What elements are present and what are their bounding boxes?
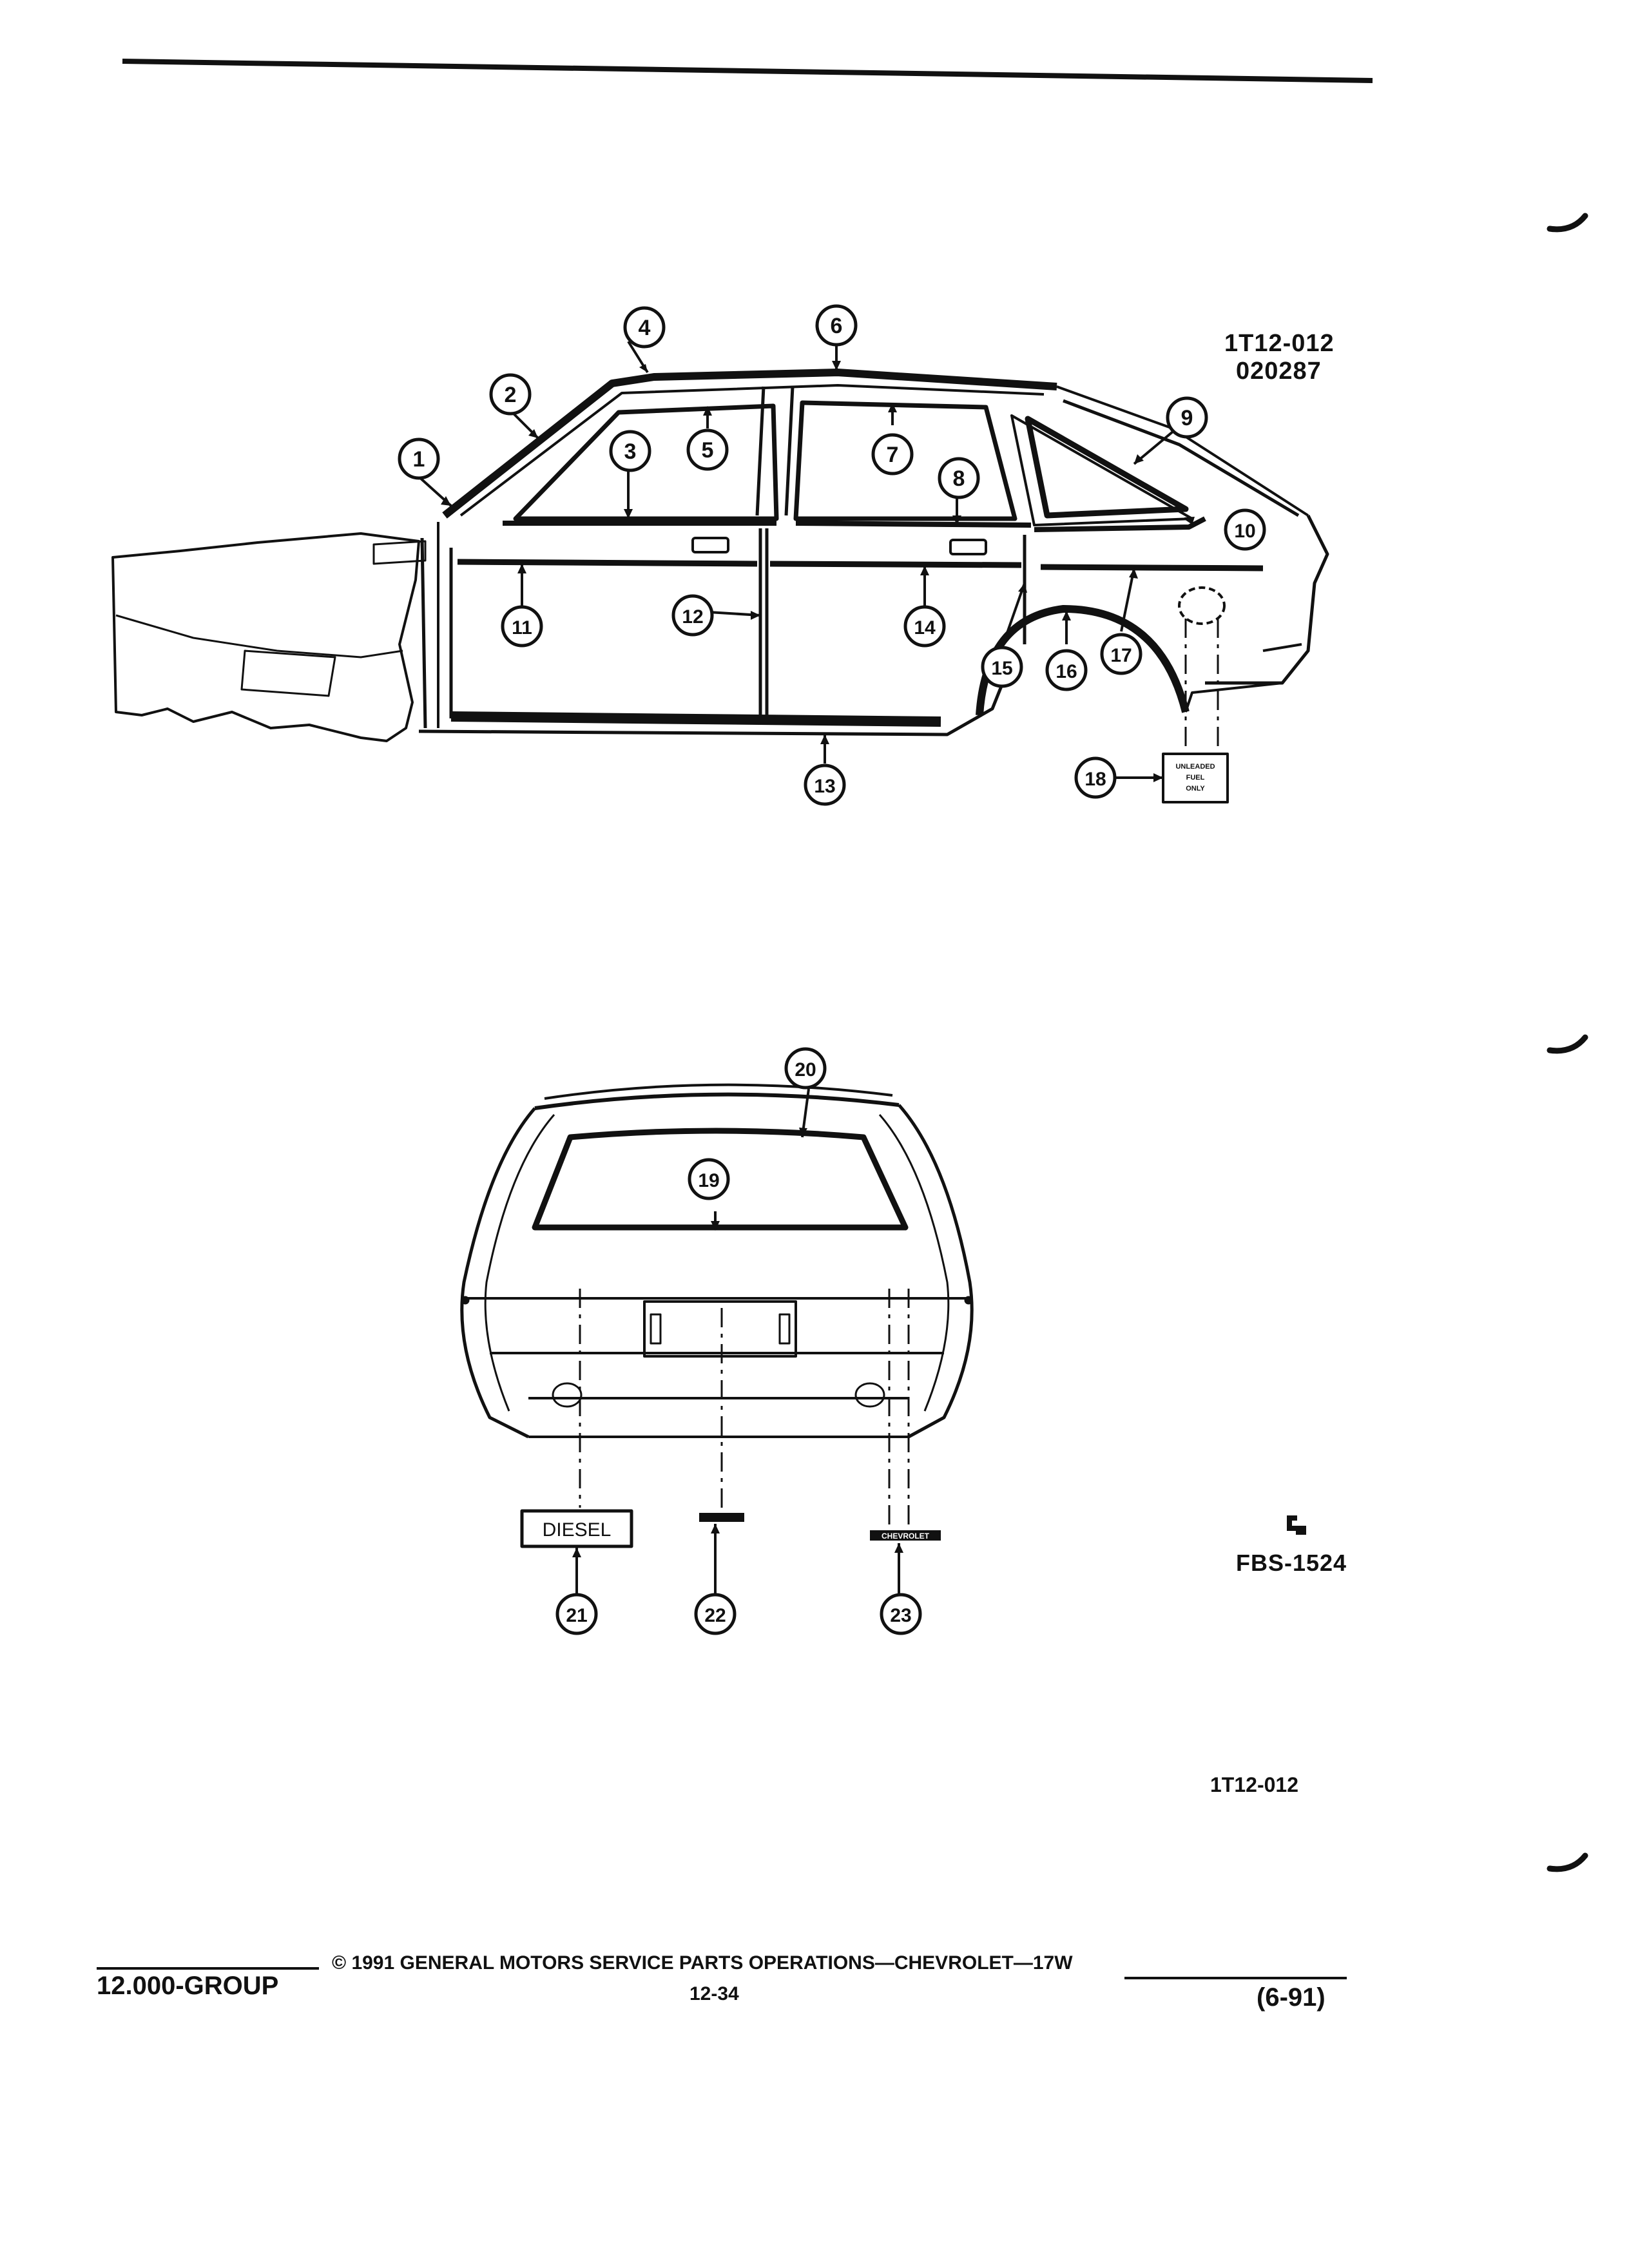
callout-circle-7	[871, 433, 914, 476]
diesel-emblem-text: DIESEL	[543, 1519, 612, 1541]
binder-mark	[1547, 1034, 1588, 1054]
header-rule	[122, 59, 1373, 83]
callout-number-11: 11	[512, 617, 532, 639]
callout-circle-3	[609, 430, 651, 472]
callout-circle-5	[686, 428, 729, 471]
callout-number-6: 6	[831, 314, 843, 338]
callout-circle-18	[1074, 756, 1117, 799]
footer-copyright: © 1991 GENERAL MOTORS SERVICE PARTS OPER…	[332, 1952, 1073, 1974]
callout-number-4: 4	[639, 316, 651, 340]
roof-rail	[442, 369, 1057, 519]
rear-door-window	[793, 400, 1017, 521]
callout-number-19: 19	[698, 1170, 719, 1191]
footer-rule-right	[1124, 1977, 1347, 1979]
callout-number-20: 20	[795, 1059, 816, 1081]
rear-window	[532, 1128, 909, 1231]
binder-mark	[1547, 213, 1588, 233]
figure-code-bottom: 1T12-012	[1210, 1773, 1298, 1796]
callout-circle-15	[981, 646, 1023, 688]
diesel-emblem	[520, 1509, 633, 1548]
side-view: UNLEADED FUEL ONLY	[111, 369, 1329, 803]
footer-rule-left	[97, 1967, 319, 1970]
callout-number-22: 22	[704, 1605, 726, 1626]
callout-number-7: 7	[887, 443, 899, 467]
callout-number-8: 8	[953, 466, 965, 491]
chevrolet-emblem	[870, 1530, 941, 1541]
callout-circle-1	[398, 437, 440, 480]
callout-circle-23	[880, 1593, 922, 1635]
small-emblem	[699, 1513, 744, 1522]
footer-revision: (6-91)	[1257, 1983, 1325, 2012]
callout-number-10: 10	[1234, 521, 1255, 542]
callout-circle-21	[555, 1593, 598, 1635]
callout-number-1: 1	[413, 447, 425, 472]
side-molding	[457, 559, 758, 567]
callout-circle-2	[489, 373, 532, 416]
date-code: 020287	[1236, 358, 1322, 385]
callout-circle-17	[1100, 633, 1142, 675]
fuel-label-line: FUEL	[1186, 774, 1205, 782]
callout-circle-4	[623, 306, 666, 349]
callout-circle-20	[784, 1047, 827, 1090]
rocker-molding	[450, 711, 941, 727]
callout-number-3: 3	[624, 439, 637, 464]
callout-circle-14	[903, 605, 946, 648]
callout-circle-8	[938, 457, 980, 499]
callout-number-21: 21	[566, 1605, 587, 1626]
quarter-window	[1025, 416, 1189, 519]
front-door-window	[513, 403, 779, 521]
footer-group: 12.000-GROUP	[97, 1972, 279, 2000]
chevrolet-emblem-text: CHEVROLET	[882, 1532, 930, 1541]
arrowheads	[441, 361, 1195, 1557]
callout-number-12: 12	[682, 606, 703, 628]
fuel-label	[1162, 753, 1229, 803]
fbs-code: FBS-1524	[1236, 1550, 1347, 1576]
callout-number-23: 23	[890, 1605, 911, 1626]
rear-view: DIESEL CHEVROLET	[460, 1083, 974, 1548]
callout-number-15: 15	[991, 658, 1012, 679]
callout-number-13: 13	[814, 776, 835, 797]
callout-circle-10	[1224, 508, 1266, 551]
figure-code: 1T12-012	[1224, 330, 1335, 357]
callout-circle-22	[694, 1593, 737, 1635]
callout-circle-16	[1045, 649, 1088, 691]
callout-circle-6	[815, 304, 858, 347]
binder-mark	[1547, 1852, 1588, 1872]
callout-number-5: 5	[702, 438, 714, 463]
fuel-label-line: ONLY	[1186, 785, 1205, 793]
callout-circle-12	[671, 594, 714, 637]
callout-circle-13	[804, 764, 846, 806]
callout-number-16: 16	[1055, 661, 1077, 682]
callout-circle-19	[688, 1158, 730, 1200]
callout-circle-11	[501, 605, 543, 648]
fbs-logo	[1284, 1513, 1309, 1537]
callout-number-14: 14	[914, 617, 936, 639]
fuel-label-line: UNLEADED	[1175, 763, 1215, 771]
callout-number-18: 18	[1084, 769, 1106, 790]
footer-page-number: 12-34	[689, 1983, 739, 2004]
callout-circle-9	[1166, 396, 1208, 439]
callout-number-17: 17	[1110, 645, 1132, 666]
callout-number-2: 2	[505, 383, 517, 407]
fuel-door	[1178, 586, 1226, 625]
callout-number-9: 9	[1181, 406, 1193, 430]
front-fender	[111, 532, 420, 742]
